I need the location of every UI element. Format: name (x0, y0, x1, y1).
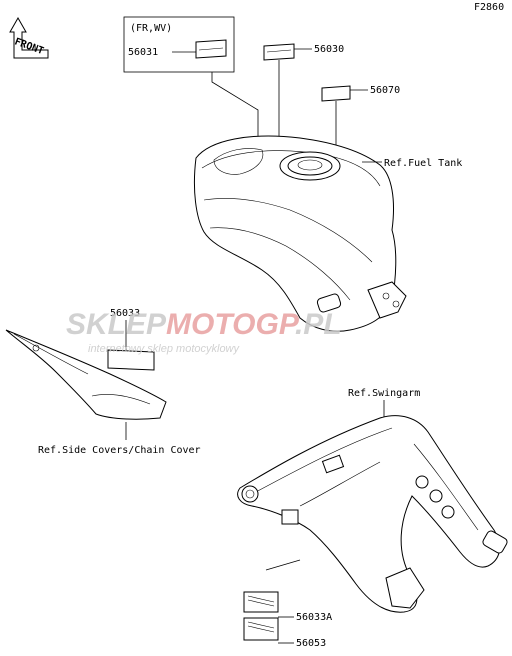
svg-text:SKLEPMOTOGP.PL: SKLEPMOTOGP.PL (66, 308, 342, 341)
watermark-brand-d: .PL (295, 308, 342, 341)
label-56070-sticker (321, 85, 351, 102)
front-arrow-icon (9, 16, 49, 59)
watermark-brand-a: SKLEP (66, 308, 167, 341)
figure-code: F2860 (474, 2, 504, 13)
watermark-tagline: internetowy sklep motocyklowy (88, 343, 241, 355)
part-56053-label: 56053 (296, 638, 326, 649)
part-56031-label: 56031 (128, 47, 158, 58)
part-56070-label: 56070 (370, 85, 400, 96)
swingarm-drawing (237, 415, 508, 613)
group-box (123, 16, 235, 73)
watermark-brand-b: MOTO (166, 308, 255, 341)
watermark: SKLEPMOTOGP.PL internetowy sklep motocyk… (66, 308, 342, 355)
part-56030-label: 56030 (314, 44, 344, 55)
side-cover-drawing (5, 329, 167, 420)
ref-side-covers-label: Ref.Side Covers/Chain Cover (38, 445, 201, 456)
label-56033-sticker (107, 349, 155, 371)
fuel-tank-drawing (193, 135, 407, 332)
label-56030-sticker (263, 43, 295, 61)
ref-swingarm-label: Ref.Swingarm (348, 388, 420, 399)
ref-fuel-tank-label: Ref.Fuel Tank (384, 158, 462, 169)
group-label: (FR,WV) (130, 23, 172, 34)
part-56033-label: 56033 (110, 308, 140, 319)
part-56033a-label: 56033A (296, 612, 332, 623)
watermark-brand-c: GP (255, 308, 299, 341)
